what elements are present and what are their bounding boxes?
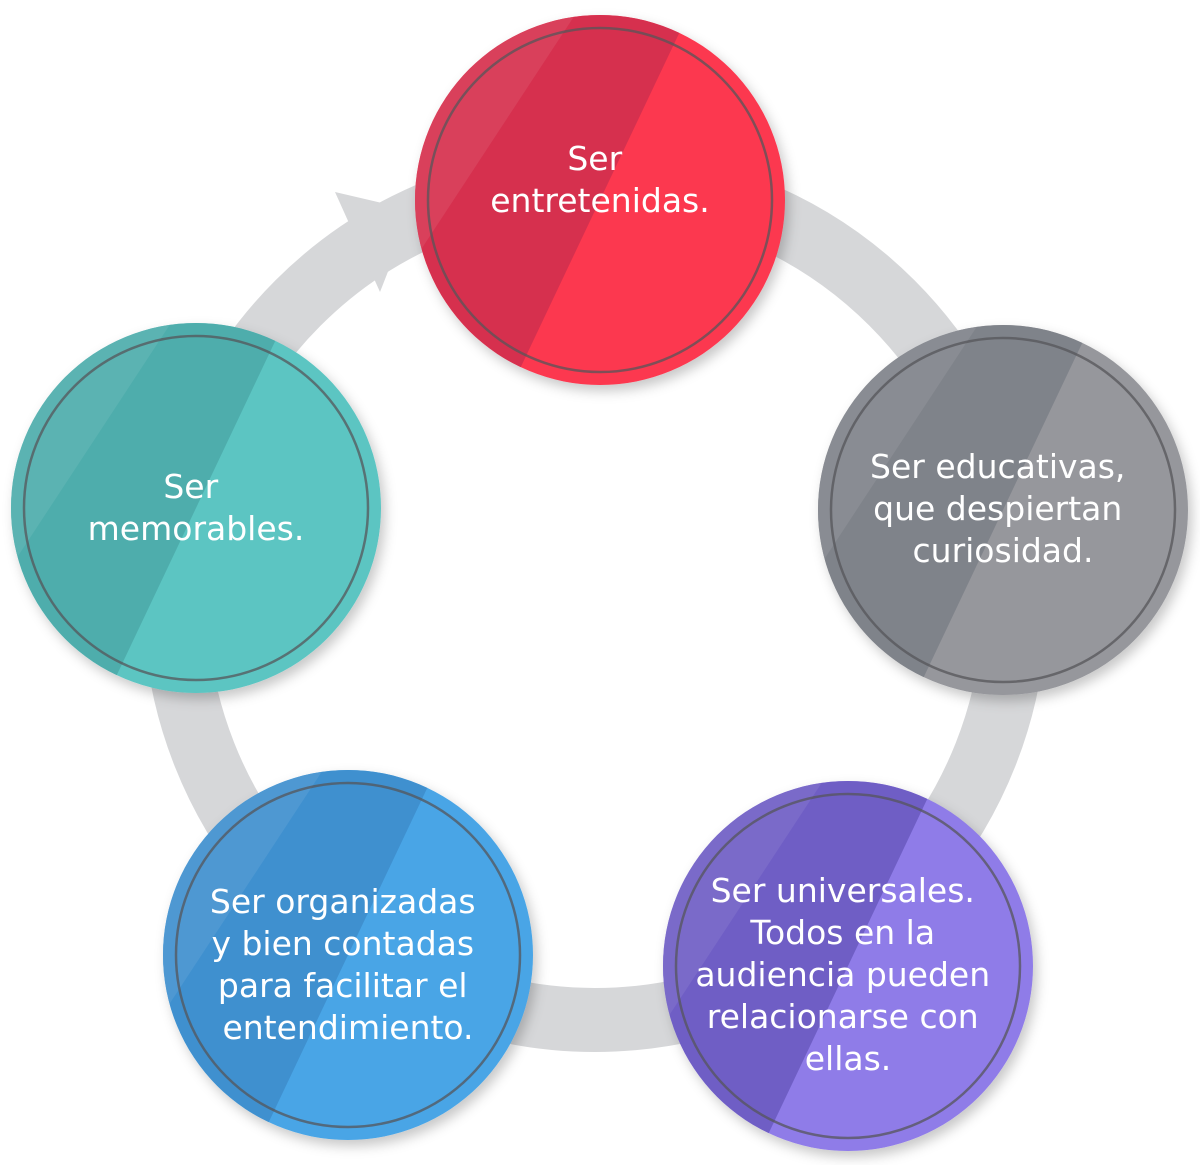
node-organizadas-label: Ser organizadas y bien contadas para fac… bbox=[210, 882, 486, 1047]
node-universales-line-4: relacionarse con bbox=[707, 997, 979, 1036]
node-organizadas: Ser organizadas y bien contadas para fac… bbox=[163, 770, 533, 1140]
node-organizadas-line-3: para facilitar el bbox=[218, 966, 468, 1005]
node-memorables-line-2: memorables. bbox=[88, 509, 305, 548]
node-memorables-shade bbox=[11, 323, 289, 693]
node-educativas-outline bbox=[829, 336, 1177, 684]
node-universales-label: Ser universales. Todos en la audiencia p… bbox=[695, 871, 1000, 1078]
node-entretenidas: Ser entretenidas. bbox=[415, 15, 785, 385]
node-memorables-circle bbox=[11, 323, 381, 693]
node-organizadas-line-4: entendimiento. bbox=[222, 1008, 473, 1047]
node-educativas-label: Ser educativas, que despiertan curiosida… bbox=[870, 447, 1136, 570]
node-educativas-line-3: curiosidad. bbox=[913, 531, 1094, 570]
node-entretenidas-shade bbox=[415, 15, 693, 385]
node-entretenidas-line-2: entretenidas. bbox=[490, 181, 709, 220]
node-organizadas-shade bbox=[163, 770, 441, 1140]
node-educativas-shade bbox=[818, 325, 1096, 695]
node-educativas: Ser educativas, que despiertan curiosida… bbox=[818, 325, 1188, 695]
node-entretenidas-outline bbox=[426, 26, 774, 374]
node-universales-line-3: audiencia pueden bbox=[695, 955, 990, 994]
node-universales: Ser universales. Todos en la audiencia p… bbox=[663, 781, 1033, 1151]
arrow-head-icon bbox=[335, 192, 412, 292]
node-universales-line-2: Todos en la bbox=[749, 913, 935, 952]
node-entretenidas-line-1: Ser bbox=[567, 139, 622, 178]
node-organizadas-line-2: y bien contadas bbox=[211, 924, 474, 963]
node-memorables: Ser memorables. bbox=[11, 323, 381, 693]
node-universales-shade bbox=[663, 781, 941, 1151]
node-entretenidas-circle bbox=[415, 15, 785, 385]
node-universales-line-1: Ser universales. bbox=[711, 871, 975, 910]
node-universales-line-5: ellas. bbox=[805, 1039, 892, 1078]
node-organizadas-circle bbox=[163, 770, 533, 1140]
node-universales-outline bbox=[674, 792, 1022, 1140]
node-memorables-line-1: Ser bbox=[163, 467, 218, 506]
node-memorables-label: Ser memorables. bbox=[88, 467, 305, 548]
node-educativas-line-1: Ser educativas, bbox=[870, 447, 1125, 486]
node-organizadas-outline bbox=[174, 781, 522, 1129]
node-organizadas-line-1: Ser organizadas bbox=[210, 882, 476, 921]
node-educativas-line-2: que despiertan bbox=[873, 489, 1122, 528]
node-memorables-outline bbox=[22, 334, 370, 682]
node-entretenidas-label: Ser entretenidas. bbox=[490, 139, 709, 220]
